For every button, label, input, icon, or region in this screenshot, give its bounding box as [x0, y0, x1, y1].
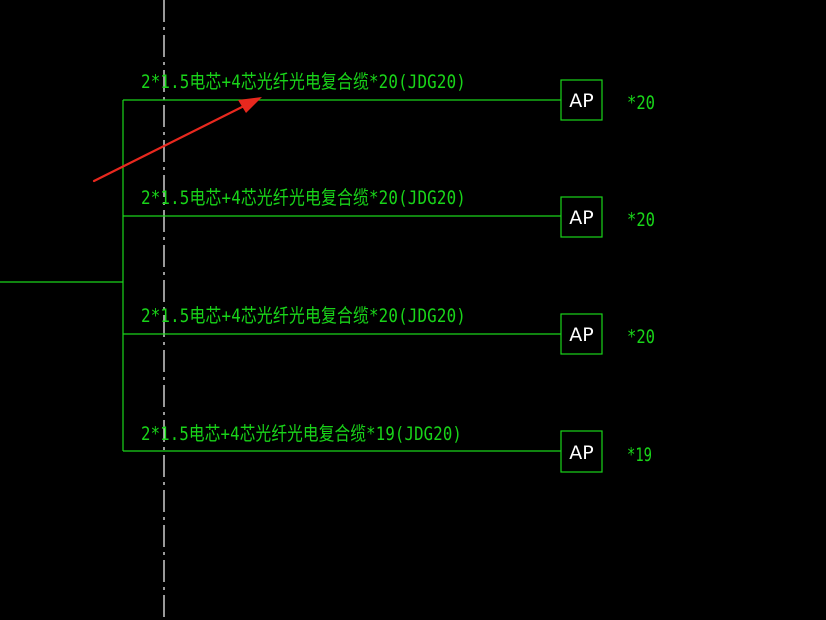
branch-4-ap-device[interactable]: AP: [560, 430, 603, 473]
branch-2-quantity: *20: [627, 209, 655, 231]
ap-device-label-1: AP: [569, 90, 593, 112]
ap-device-label-2: AP: [569, 207, 593, 229]
branch-2-cable-label: 2*1.5电芯+4芯光纤光电复合缆*20(JDG20): [141, 187, 466, 209]
branch-2: 2*1.5电芯+4芯光纤光电复合缆*20(JDG20) AP *20: [123, 187, 655, 238]
ap-device-label-3: AP: [569, 324, 593, 346]
annotation-arrow-head: [238, 97, 262, 113]
branch-4: 2*1.5电芯+4芯光纤光电复合缆*19(JDG20) AP *19: [123, 423, 652, 473]
ap-device-box-1[interactable]: [560, 79, 603, 121]
branch-4-cable-label: 2*1.5电芯+4芯光纤光电复合缆*19(JDG20): [141, 423, 462, 445]
branch-1: 2*1.5电芯+4芯光纤光电复合缆*20(JDG20) AP *20: [123, 71, 655, 121]
branch-3-ap-device[interactable]: AP: [560, 313, 603, 355]
ap-device-box-2[interactable]: [560, 196, 603, 238]
annotation-arrow-shaft: [92, 102, 250, 183]
branch-4-quantity: *19: [627, 444, 652, 466]
branch-3-cable-label: 2*1.5电芯+4芯光纤光电复合缆*20(JDG20): [141, 305, 466, 327]
ap-device-label-4: AP: [569, 442, 593, 464]
arrow-icon: [92, 97, 262, 183]
branch-1-cable-label: 2*1.5电芯+4芯光纤光电复合缆*20(JDG20): [141, 71, 466, 93]
ap-device-box-3[interactable]: [560, 313, 603, 355]
branch-3: 2*1.5电芯+4芯光纤光电复合缆*20(JDG20) AP *20: [123, 305, 655, 355]
branch-1-ap-device[interactable]: AP: [560, 79, 603, 121]
branch-3-quantity: *20: [627, 326, 655, 348]
branch-1-quantity: *20: [627, 92, 655, 114]
ap-device-box-4[interactable]: [560, 430, 603, 473]
branch-2-ap-device[interactable]: AP: [560, 196, 603, 238]
